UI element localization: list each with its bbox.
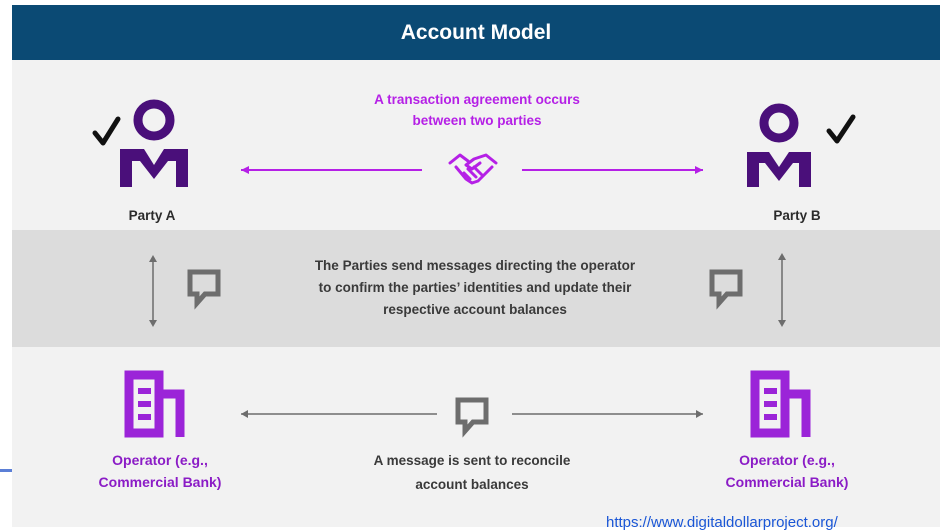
party-a-label: Party A [128,208,176,223]
double-arrow-icon [149,255,157,327]
party-agreement-arrows [241,166,703,174]
operator-left-line-2: Commercial Bank) [98,474,222,490]
building-icon [750,370,811,438]
agreement-line-1: A transaction agreement occurs [374,92,580,107]
handshake-icon [448,153,498,185]
diagram-title: Account Model [400,20,552,44]
operator-right-label: Operator (e.g., Commercial Bank) [707,449,867,493]
person-icon [747,103,811,187]
arrow-right-icon [512,410,703,418]
messages-band [12,230,940,347]
messages-line-1: The Parties send messages directing the … [314,258,636,273]
messages-line-2: to confirm the parties’ identities and u… [318,280,632,295]
account-model-diagram: Account Model A transaction agreement oc… [12,5,940,527]
operator-left-line-1: Operator (e.g., [112,452,208,468]
agreement-text: A transaction agreement occurs between t… [312,89,642,131]
messages-text: The Parties send messages directing the … [250,255,700,321]
reconcile-text: A message is sent to reconcile account b… [312,449,632,497]
operator-right-line-2: Commercial Bank) [725,474,849,490]
party-b-label: Party B [773,208,821,223]
checkmark-icon [826,114,856,144]
double-arrow-icon [778,253,786,327]
agreement-line-2: between two parties [412,113,542,128]
arrow-left-icon [241,166,422,174]
person-icon [120,99,188,187]
arrow-left-icon [241,410,437,418]
operator-right-line-1: Operator (e.g., [739,452,835,468]
reconcile-arrows [241,410,703,418]
header-bar: Account Model [12,5,940,60]
building-icon [124,370,185,438]
speech-bubble-icon [187,269,221,310]
speech-bubble-icon [709,269,743,310]
operator-left-label: Operator (e.g., Commercial Bank) [80,449,240,493]
speech-bubble-icon [455,397,489,438]
reconcile-line-2: account balances [415,477,529,492]
checkmark-icon [92,116,121,146]
messages-line-3: respective account balances [383,302,567,317]
reconcile-line-1: A message is sent to reconcile [373,453,571,468]
party-a-icon [92,99,188,187]
source-link[interactable]: https://www.digitaldollarproject.org/ [606,514,838,531]
party-b-icon [747,103,856,187]
arrow-right-icon [522,166,703,174]
